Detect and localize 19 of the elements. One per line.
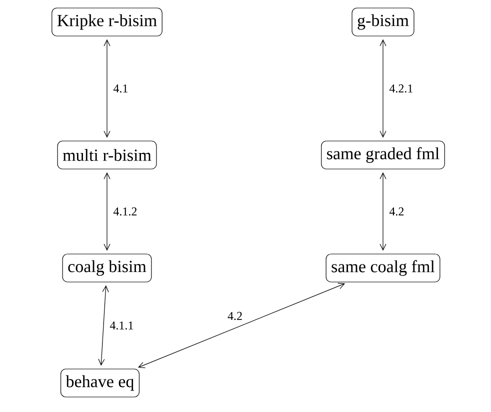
edge-label: 4.1.2 [113, 207, 137, 216]
rounded-box: same graded fml [321, 140, 445, 170]
arrow [138, 282, 346, 368]
rounded-box: multi r-bisim [57, 140, 157, 170]
rounded-box: coalg bisim [62, 254, 152, 282]
rounded-box: g-bisim [352, 8, 414, 36]
arrow [98, 285, 109, 366]
arrow [380, 39, 386, 138]
edge-label: 4.2 [226, 310, 244, 322]
edge-label: 4.2.1 [389, 84, 412, 93]
arrow [104, 39, 110, 138]
arrow [380, 172, 386, 251]
edge-label: 4.1 [113, 84, 128, 93]
edge-label: 4.1.1 [110, 321, 133, 330]
rounded-box: same coalg fml [326, 254, 440, 282]
rounded-box: behave eq [60, 368, 140, 398]
rounded-box: Kripke r-bisim [52, 8, 162, 36]
arrow [104, 172, 110, 251]
edge-label: 4.2 [389, 207, 404, 216]
